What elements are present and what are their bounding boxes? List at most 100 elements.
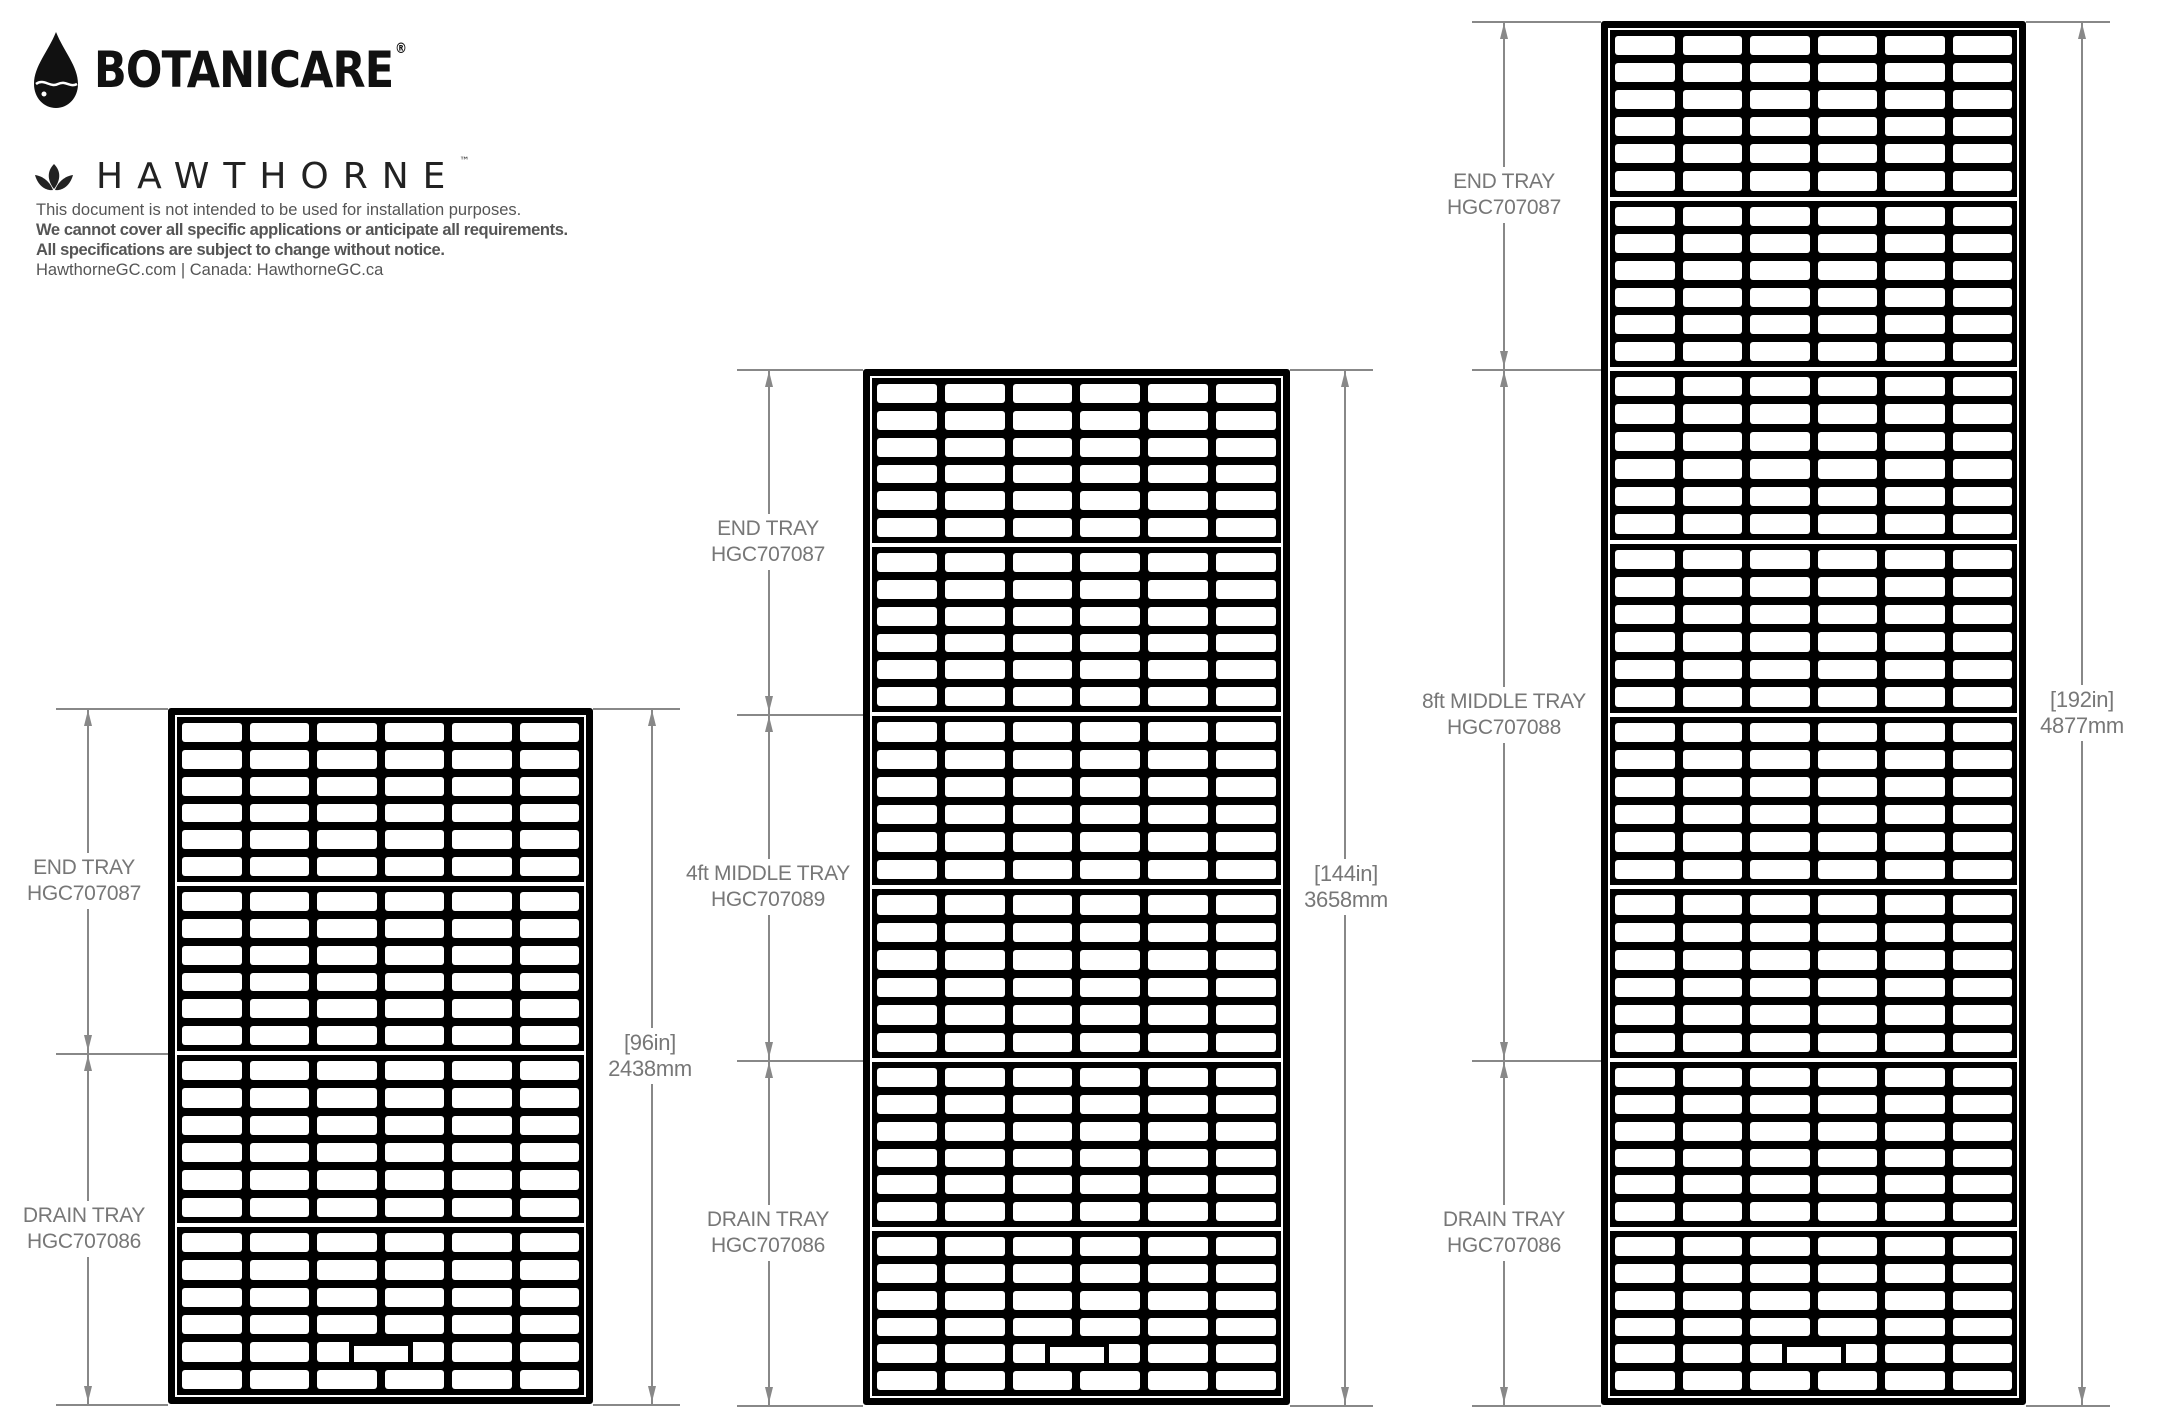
tray-cell: [1750, 1068, 1810, 1087]
tray-cell: [877, 1121, 937, 1141]
tray-cell: [877, 977, 937, 997]
tray-cell: [249, 749, 309, 769]
tray-cell: [877, 1237, 937, 1256]
tray-cell: [1885, 1121, 1945, 1141]
tray-cell: [519, 1088, 579, 1108]
tray-cell: [1682, 431, 1742, 452]
tray-cell: [317, 857, 377, 876]
water-drop-icon: [34, 32, 78, 108]
tray-cell: [1682, 1344, 1742, 1364]
extension-line: [737, 369, 863, 371]
tray-cell: [1817, 341, 1877, 361]
tray-cell: [384, 945, 444, 965]
tray-cell: [1750, 922, 1810, 943]
tray-cell: [1817, 377, 1877, 397]
tray-cell: [1750, 749, 1810, 770]
tray-cell: [1148, 687, 1209, 706]
tray-cell: [1817, 950, 1877, 970]
tray-cell: [877, 437, 937, 457]
tray-cell: [1216, 1263, 1276, 1283]
tray-cell: [1750, 36, 1810, 56]
tray-cell: [1216, 1202, 1276, 1221]
tray-cell: [1885, 459, 1945, 479]
drain-handle: [1781, 1342, 1846, 1368]
tray-cell: [1216, 1148, 1276, 1168]
tray-cell: [384, 1088, 444, 1108]
tray-cell: [384, 1061, 444, 1081]
tray-cell: [1080, 687, 1141, 706]
tray-cell: [1952, 749, 2012, 770]
tray-cell: [1750, 314, 1810, 334]
tray-section-drain-tray: [175, 1225, 586, 1397]
tray-cell: [1012, 895, 1073, 915]
tray-cell: [1148, 1371, 1209, 1390]
tray-cell: [1682, 632, 1742, 652]
tray-cell: [1750, 377, 1810, 397]
tray-cell: [1817, 549, 1877, 570]
tray-cell: [1750, 659, 1810, 680]
tray-cell: [1817, 486, 1877, 507]
tray-cell: [1682, 90, 1742, 110]
arrow-up-icon: [84, 710, 92, 726]
tray-cell: [944, 553, 1005, 572]
tray-cell: [944, 1263, 1005, 1283]
tray-cell: [1682, 950, 1742, 970]
length-mm: 3658mm: [1304, 887, 1388, 912]
tray-cell: [1952, 377, 2012, 397]
tray-cell: [1682, 1068, 1742, 1087]
tray-cell: [249, 1315, 309, 1335]
tray-cell: [1012, 606, 1073, 626]
tray-cell: [1885, 206, 1945, 226]
tray-cell: [1952, 1094, 2012, 1114]
tray-cell: [1012, 1237, 1073, 1256]
tray-cell: [519, 1115, 579, 1135]
tray-cell: [1615, 287, 1675, 307]
tray-cell: [1216, 660, 1276, 680]
tray-cell: [1885, 1032, 1945, 1052]
tray-cell: [1750, 486, 1810, 507]
tray-cell: [452, 1143, 512, 1163]
tray-cell: [1216, 1175, 1276, 1195]
tray-cell: [1682, 206, 1742, 226]
tray-cell: [877, 1032, 937, 1052]
tray-cell: [1682, 659, 1742, 680]
tray-cell: [1080, 777, 1141, 797]
tray-cell: [1682, 687, 1742, 707]
tray-cell: [1148, 1237, 1209, 1256]
tray-cell: [1615, 1237, 1675, 1256]
tray-cell: [384, 1115, 444, 1135]
tray-cell: [877, 579, 937, 599]
tray-cell: [1750, 1263, 1810, 1283]
tray-cell: [249, 1369, 309, 1389]
tray-cell: [384, 1170, 444, 1190]
length-inches: [192in]: [2050, 687, 2114, 712]
tray-cell: [1615, 260, 1675, 280]
tray-cell: [1817, 659, 1877, 680]
tray-cell: [1080, 1068, 1141, 1087]
tray-cell: [1817, 1094, 1877, 1114]
part-number: HGC707086: [1446, 1233, 1562, 1257]
tray-cell: [1216, 437, 1276, 457]
tray-cell: [1682, 1263, 1742, 1283]
tray-cell: [1885, 1005, 1945, 1025]
tray-cell: [1952, 804, 2012, 825]
tray-cell: [1750, 144, 1810, 164]
arrow-down-icon: [1341, 1387, 1349, 1403]
hawthorne-logo: HAWTHORNE™: [34, 156, 469, 197]
tray-cell: [944, 687, 1005, 706]
tray-cell: [1885, 895, 1945, 915]
arrow-up-icon: [765, 371, 773, 387]
tray-cell: [1952, 260, 2012, 280]
tray-cell: [1615, 431, 1675, 452]
tray-cell: [1750, 577, 1810, 597]
tray-cell: [1615, 233, 1675, 253]
tray-cell: [944, 1032, 1005, 1052]
tray-cell: [1012, 922, 1073, 942]
tray-cell: [317, 945, 377, 965]
tray-cell: [1682, 777, 1742, 797]
arrow-up-icon: [1341, 371, 1349, 387]
arrow-down-icon: [765, 696, 773, 712]
tray-cell: [384, 1233, 444, 1253]
tray-cell: [1615, 722, 1675, 742]
